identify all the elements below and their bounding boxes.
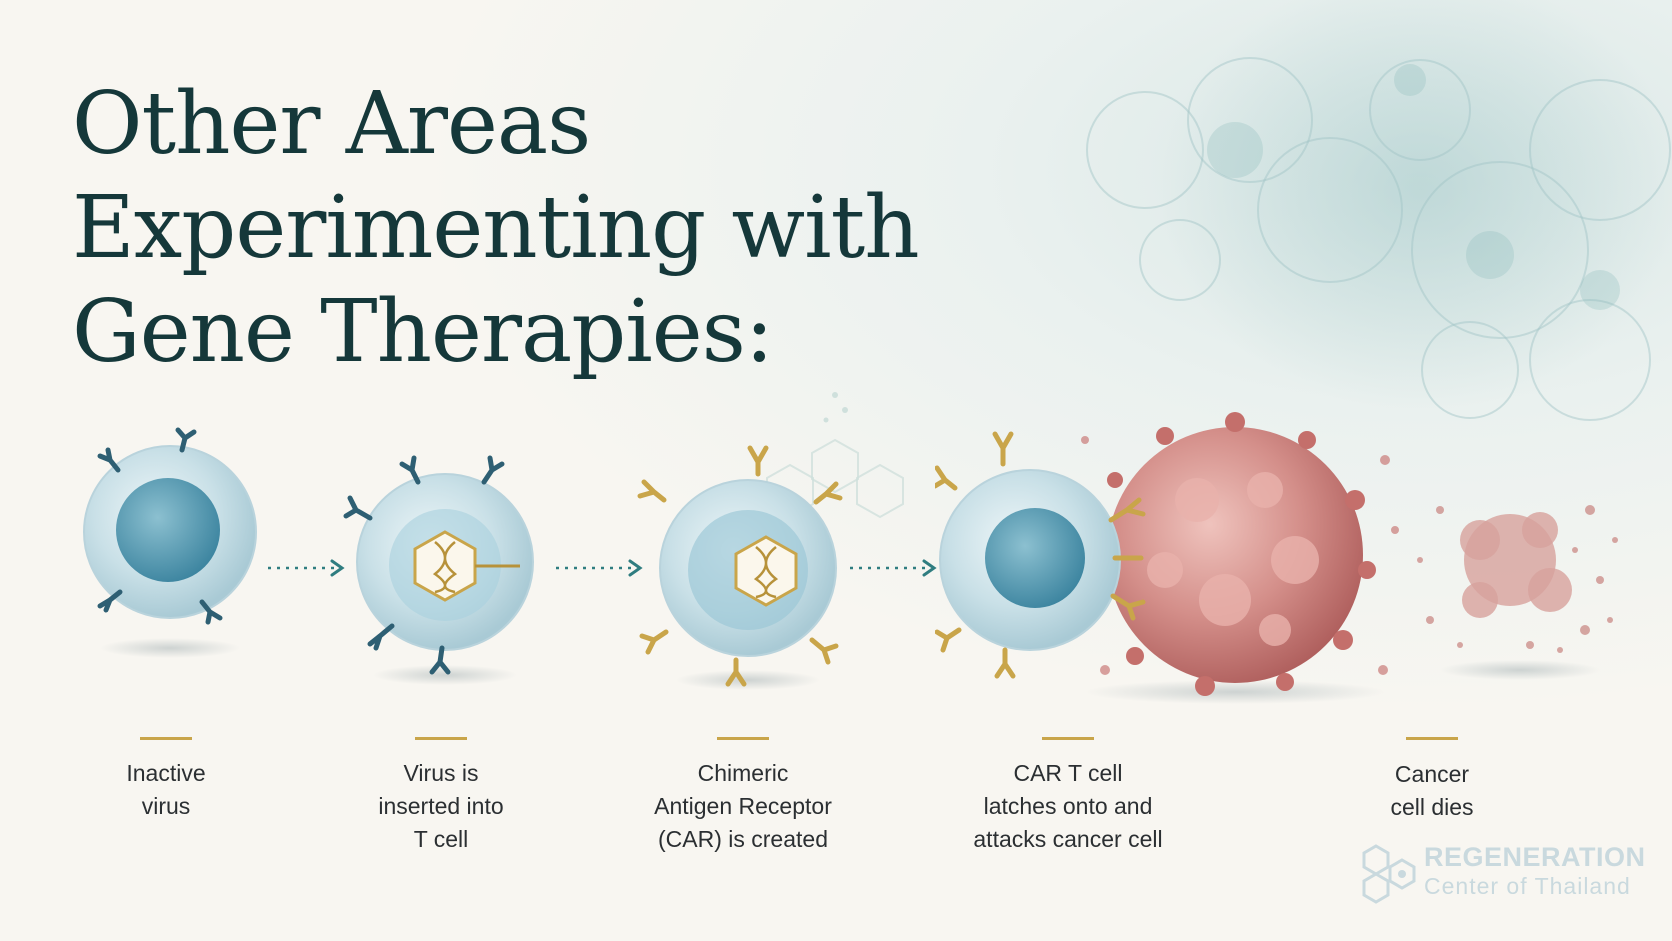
step-2-label-line-1: Virus is <box>403 760 479 786</box>
arrow-right-icon <box>556 559 643 577</box>
step-4-label-line-1: CAR T cell <box>1013 760 1123 786</box>
step-3-divider <box>717 737 769 740</box>
step-3-label-line-2: Antigen Receptor <box>654 793 832 819</box>
logo-wordmark: REGENERATION <box>1424 842 1646 872</box>
page-title-line-3: Gene Therapies: <box>72 282 774 382</box>
step-4-label-line-2: latches onto and <box>983 793 1153 819</box>
step-3-label-line-1: Chimeric <box>697 760 789 786</box>
step-4-divider <box>1042 737 1094 740</box>
hexagon-logo-icon <box>1362 844 1416 904</box>
step-1-label-line-1: Inactive <box>126 760 206 786</box>
arrow-right-icon <box>268 559 345 577</box>
regeneration-center-logo: REGENERATION Center of Thailand <box>1362 842 1645 904</box>
step-3-label: Chimeric Antigen Receptor (CAR) is creat… <box>613 757 873 856</box>
step-1-label: Inactive virus <box>36 757 296 823</box>
step-3-label-line-3: (CAR) is created <box>658 826 828 852</box>
step-5-label-line-1: Cancer <box>1394 761 1470 787</box>
page-title-line-1: Other Areas <box>72 74 591 174</box>
step-2-label-line-3: T cell <box>413 826 469 852</box>
inactive-virus-cell-illustration <box>83 427 257 658</box>
logo-tagline: Center of Thailand <box>1424 873 1631 899</box>
step-1-divider <box>140 737 192 740</box>
car-t-attack-illustration <box>935 412 1399 704</box>
page-title: Other Areas Experimenting with Gene Ther… <box>72 72 920 384</box>
step-1-label-line-2: virus <box>141 793 191 819</box>
step-5-label-line-2: cell dies <box>1390 794 1474 820</box>
step-5-label: Cancer cell dies <box>1302 758 1562 824</box>
step-2-label-line-2: inserted into <box>378 793 504 819</box>
arrow-right-icon <box>850 559 937 577</box>
car-created-cell-illustration <box>637 445 843 690</box>
cancer-cell-shape <box>1071 412 1399 696</box>
step-4-label: CAR T cell latches onto and attacks canc… <box>938 757 1198 856</box>
page-title-line-2: Experimenting with <box>72 178 920 278</box>
step-4-label-line-3: attacks cancer cell <box>973 826 1163 852</box>
step-5-divider <box>1406 737 1458 740</box>
virus-inserted-cell-illustration <box>343 455 534 685</box>
cancer-cell-dying-illustration <box>1417 505 1618 680</box>
step-2-label: Virus is inserted into T cell <box>311 757 571 856</box>
step-2-divider <box>415 737 467 740</box>
